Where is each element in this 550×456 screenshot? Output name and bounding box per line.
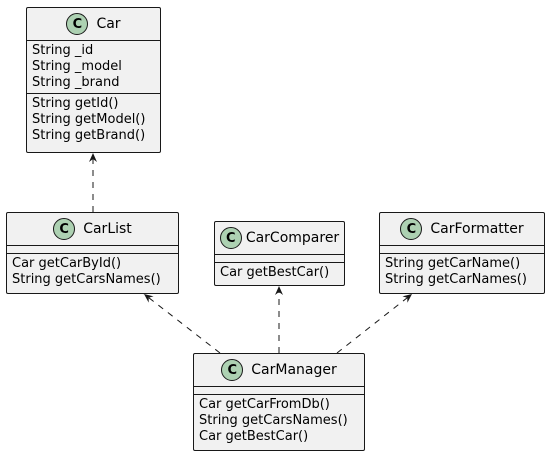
class-methods: String getId() String getModel() String …	[27, 94, 160, 146]
method: Car getCarById()	[12, 256, 122, 271]
class-header: C CarComparer	[215, 222, 344, 255]
method: String getCarNames()	[385, 272, 527, 287]
class-carformatter[interactable]: C CarFormatter String getCarName() Strin…	[379, 212, 545, 294]
field: String _id	[32, 43, 94, 58]
method: Car getBestCar()	[220, 265, 330, 280]
class-stereotype-icon: C	[219, 227, 242, 249]
class-fields	[380, 246, 544, 254]
class-name: CarList	[83, 221, 132, 237]
class-name: CarFormatter	[430, 221, 524, 237]
method: Car getCarFromDb()	[199, 397, 330, 412]
method: String getBrand()	[32, 128, 146, 143]
class-carlist[interactable]: C CarList Car getCarById() String getCar…	[6, 212, 179, 294]
class-name: Car	[96, 16, 121, 32]
field: String _brand	[32, 75, 120, 90]
class-stereotype-icon: C	[66, 13, 89, 35]
class-header: C CarFormatter	[380, 213, 544, 246]
class-header: C CarManager	[194, 354, 364, 387]
class-header: C Car	[27, 8, 160, 41]
class-stereotype-icon: C	[53, 218, 76, 240]
method: String getCarName()	[385, 256, 521, 271]
method: String getCarsNames()	[12, 272, 161, 287]
method: String getModel()	[32, 112, 146, 127]
class-fields	[7, 246, 178, 254]
class-stereotype-icon: C	[400, 218, 423, 240]
class-fields	[194, 387, 364, 395]
relation-carmanager-carformatter	[336, 293, 413, 354]
class-name: CarManager	[251, 362, 337, 378]
class-fields	[215, 255, 344, 263]
class-header: C CarList	[7, 213, 178, 246]
class-methods: String getCarName() String getCarNames()	[380, 254, 544, 290]
method: String getCarsNames()	[199, 413, 348, 428]
method: Car getBestCar()	[199, 429, 309, 444]
class-carmanager[interactable]: C CarManager Car getCarFromDb() String g…	[193, 353, 365, 451]
field: String _model	[32, 59, 122, 74]
class-methods: Car getCarById() String getCarsNames()	[7, 254, 178, 290]
class-carcomparer[interactable]: C CarComparer Car getBestCar()	[214, 221, 345, 286]
class-stereotype-icon: C	[221, 359, 244, 381]
class-methods: Car getCarFromDb() String getCarsNames()…	[194, 395, 364, 447]
class-methods: Car getBestCar()	[215, 263, 344, 283]
class-fields: String _id String _model String _brand	[27, 41, 160, 94]
class-car[interactable]: C Car String _id String _model String _b…	[26, 7, 161, 153]
method: String getId()	[32, 96, 119, 111]
relation-carmanager-carlist	[143, 293, 221, 354]
class-name: CarComparer	[245, 230, 340, 246]
